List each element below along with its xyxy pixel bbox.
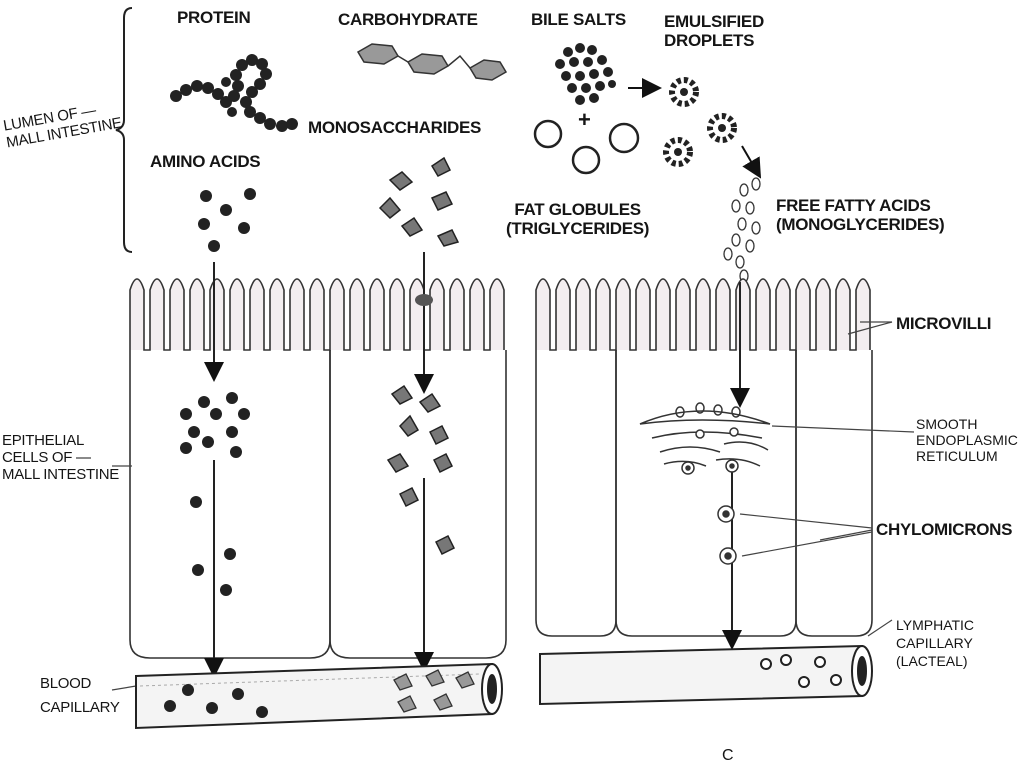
lymphatic-capillary xyxy=(539,644,873,706)
monosaccharides-in-cell xyxy=(386,384,456,556)
emulsified-droplets xyxy=(663,77,737,167)
label-plus: + xyxy=(578,107,591,132)
label-smooth-er: SMOOTH ENDOPLASMIC RETICULUM xyxy=(916,416,1018,464)
label-epithelial-cells: EPITHELIAL CELLS OF — MALL INTESTINE xyxy=(2,432,119,483)
label-fat-globules: FAT GLOBULES (TRIGLYCERIDES) xyxy=(506,200,650,238)
label-bile-salts: BILE SALTS xyxy=(531,10,626,29)
fat-globules xyxy=(533,119,640,175)
lumen-brace xyxy=(115,7,133,253)
label-protein: PROTEIN xyxy=(177,8,251,27)
label-chylomicrons: CHYLOMICRONS xyxy=(876,520,1013,539)
protein-chain xyxy=(170,54,298,132)
free-fatty-acids xyxy=(723,177,761,283)
right-epithelium xyxy=(535,278,873,637)
monosaccharides-lumen xyxy=(378,156,460,247)
smooth-er xyxy=(639,402,771,475)
label-amino-acids: AMINO ACIDS xyxy=(150,152,261,171)
chylomicrons-in-lymph xyxy=(760,654,842,688)
left-epithelium xyxy=(129,278,507,659)
carbohydrate-chain xyxy=(356,43,508,81)
bile-salts xyxy=(555,43,616,105)
amino-acids-in-cell xyxy=(180,392,250,596)
label-monosaccharides: MONOSACCHARIDES xyxy=(308,118,482,137)
monosaccharides-in-blood xyxy=(393,669,475,713)
label-blood-capillary: BLOOD CAPILLARY xyxy=(40,675,120,716)
label-emulsified-droplets: EMULSIFIED DROPLETS xyxy=(664,12,764,50)
carrier-protein xyxy=(415,294,433,306)
pointer-lines xyxy=(111,321,915,691)
label-panel-letter: C xyxy=(722,747,734,764)
amino-acids-lumen xyxy=(198,188,256,252)
label-microvilli: MICROVILLI xyxy=(896,314,992,333)
label-free-fatty-acids: FREE FATTY ACIDS (MONOGLYCERIDES) xyxy=(776,196,945,234)
chylomicrons xyxy=(685,463,737,565)
label-lymphatic-capillary: LYMPHATIC CAPILLARY (LACTEAL) xyxy=(896,617,975,669)
label-carbohydrate: CARBOHYDRATE xyxy=(338,10,478,29)
amino-acids-in-blood xyxy=(164,684,268,718)
